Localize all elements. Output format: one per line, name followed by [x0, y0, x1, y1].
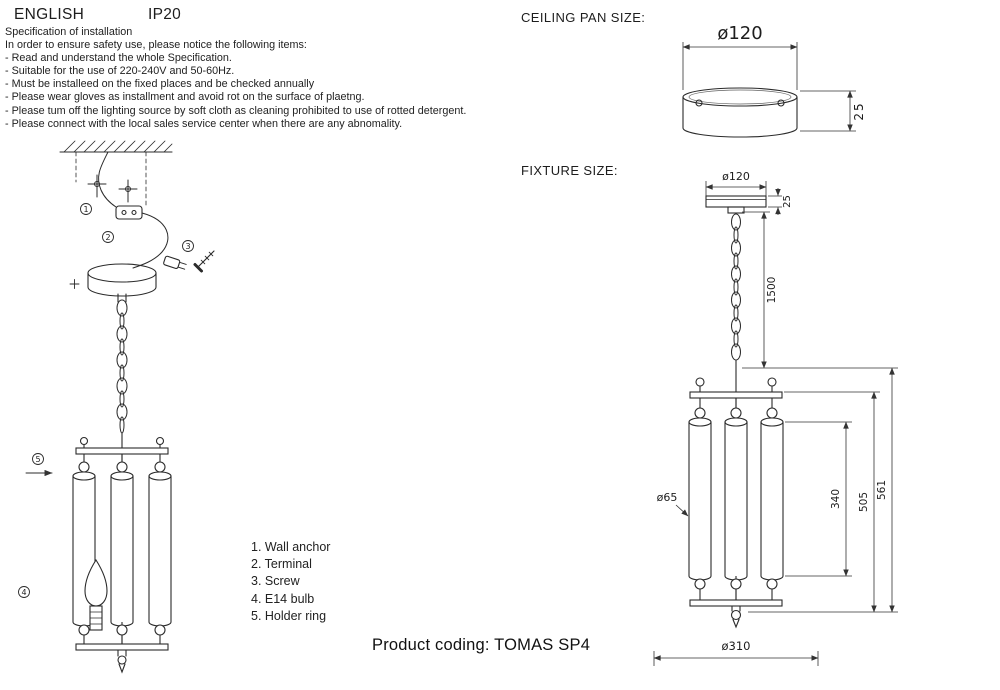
spec-item: - Please wear gloves as installment and … [5, 91, 365, 104]
chain-drawing [116, 299, 128, 434]
dim-shade-diameter: ø65 [657, 491, 678, 504]
e14-bulb-drawing [84, 558, 108, 631]
terminal-block [115, 205, 143, 220]
callout-marks [18, 203, 194, 598]
dim-total-height: 561 [876, 480, 888, 500]
parts-list: 1. Wall anchor 2. Terminal 3. Screw 4. E… [251, 539, 330, 625]
product-coding: Product coding: TOMAS SP4 [372, 636, 591, 654]
canopy-drawing [69, 263, 157, 303]
mounting-screw [193, 250, 215, 273]
spec-item: - Must be installeed on the fixed places… [5, 78, 315, 91]
parts-list-item: 5. Holder ring [251, 608, 327, 623]
fixture-chain [731, 213, 741, 361]
lamp-body-drawing [72, 432, 172, 674]
dim-chain-length: 1500 [766, 277, 778, 304]
fixture-size-label: FIXTURE SIZE: [521, 163, 618, 178]
callout-number-4: 4 [21, 588, 26, 597]
fixture-canopy [705, 195, 767, 208]
ceiling-hatch [59, 140, 173, 207]
parts-list-item: 3. Screw [251, 574, 300, 589]
dim-ceiling-pan-diameter: ø120 [717, 23, 762, 44]
callout-number-1: 1 [83, 205, 88, 214]
ceiling-pan-drawing [682, 87, 798, 138]
ceiling-pan-dimensions [682, 42, 856, 132]
parts-list-item: 4. E14 bulb [251, 591, 315, 606]
dim-fixture-canopy-diameter: ø120 [722, 170, 750, 183]
dim-fixture-canopy-height: 25 [782, 195, 793, 208]
parts-list-item: 1. Wall anchor [251, 540, 331, 554]
callout-number-5: 5 [35, 455, 40, 464]
callout-number-3: 3 [185, 242, 190, 251]
fixture-drawing [688, 195, 784, 629]
spec-intro: In order to ensure safety use, please no… [5, 39, 307, 52]
fixture-body [688, 377, 784, 629]
dim-body-height: 505 [858, 492, 870, 512]
callout-number-2: 2 [105, 233, 110, 242]
spec-item: - Suitable for the use of 220-240V and 5… [5, 65, 235, 78]
exploded-view-diagram [18, 140, 215, 674]
spec-item: - Please connect with the local sales se… [5, 117, 403, 130]
wall-anchor-screws [87, 174, 138, 203]
installation-spec-text: Specification of installation In order t… [5, 26, 466, 131]
dim-bottom-diameter: ø310 [722, 639, 751, 653]
parts-list-item: 2. Terminal [251, 557, 312, 572]
wire-connector [163, 255, 187, 270]
dim-ceiling-pan-height: 25 [852, 101, 866, 120]
ceiling-pan-size-label: CEILING PAN SIZE: [521, 10, 646, 25]
dim-shade-height: 340 [830, 489, 842, 509]
fixture-dimensions [653, 181, 898, 666]
language-label: ENGLISH [14, 6, 85, 23]
ip-rating-label: IP20 [148, 6, 182, 23]
power-wires [98, 151, 169, 269]
spec-item: - Please tum off the lighting source by … [5, 104, 467, 117]
spec-item: - Read and understand the whole Specific… [5, 52, 232, 65]
spec-title: Specification of installation [5, 26, 133, 38]
